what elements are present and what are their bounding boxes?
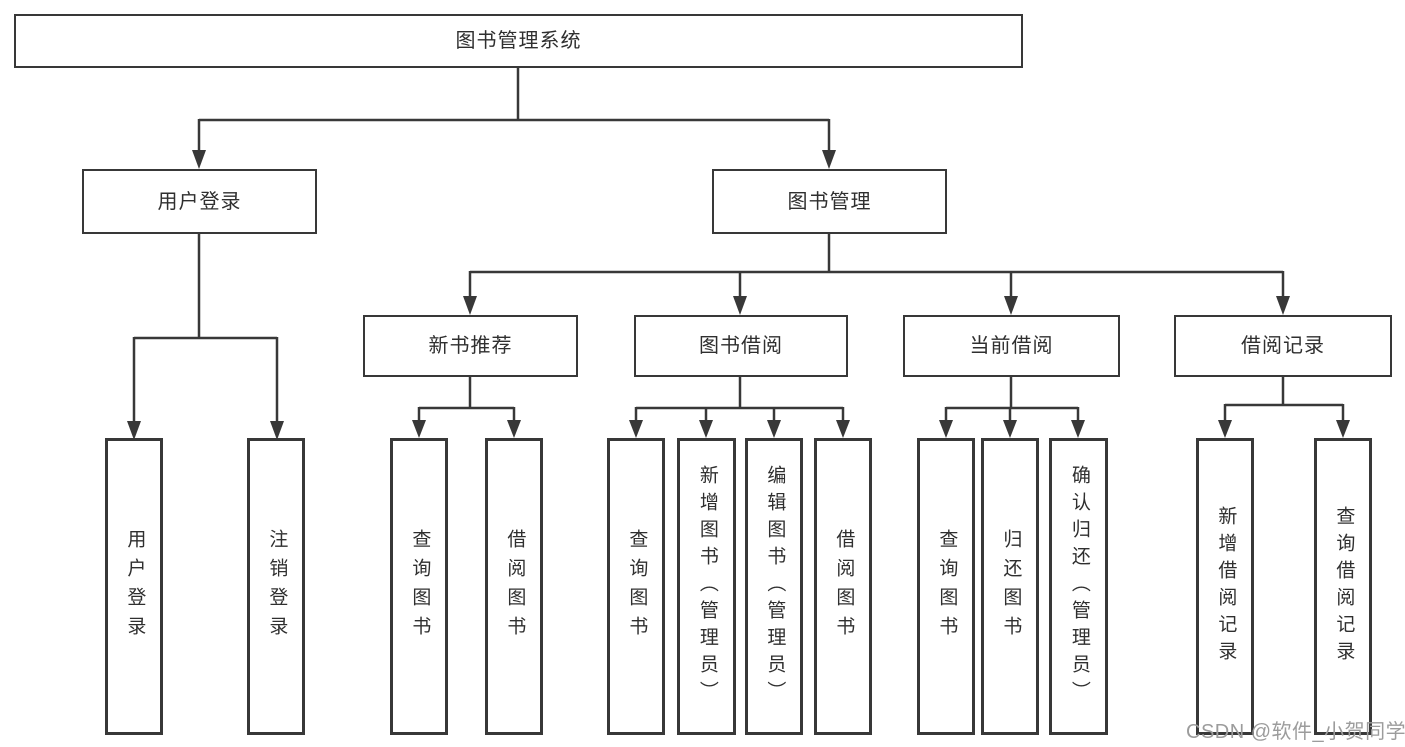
node-user-login: 用户登录 xyxy=(82,169,317,234)
leaf-borrow-books-recommend: 借阅图书 xyxy=(485,438,543,735)
leaf-edit-book-admin: 编辑图书（管理员） xyxy=(745,438,803,735)
leaf-add-book-admin: 新增图书（管理员） xyxy=(677,438,736,735)
leaf-confirm-return-admin: 确认归还（管理员） xyxy=(1049,438,1108,735)
arrowhead-icons xyxy=(127,150,1350,440)
node-library-management-system: 图书管理系统 xyxy=(14,14,1023,68)
leaf-query-books-recommend: 查询图书 xyxy=(390,438,448,735)
node-current-borrowing: 当前借阅 xyxy=(903,315,1120,377)
node-new-book-recommendation: 新书推荐 xyxy=(363,315,578,377)
csdn-watermark: CSDN @软件_小贺同学 xyxy=(1186,721,1405,743)
leaf-return-book: 归还图书 xyxy=(981,438,1039,735)
leaf-query-books-borrowing: 查询图书 xyxy=(607,438,665,735)
node-borrowing-records: 借阅记录 xyxy=(1174,315,1392,377)
leaf-query-borrow-record: 查询借阅记录 xyxy=(1314,438,1372,735)
leaf-logout: 注销登录 xyxy=(247,438,305,735)
leaf-user-login: 用户登录 xyxy=(105,438,163,735)
node-book-management: 图书管理 xyxy=(712,169,947,234)
leaf-borrow-books-borrowing: 借阅图书 xyxy=(814,438,872,735)
leaf-query-books-current: 查询图书 xyxy=(917,438,975,735)
node-book-borrowing: 图书借阅 xyxy=(634,315,848,377)
leaf-add-borrow-record: 新增借阅记录 xyxy=(1196,438,1254,735)
